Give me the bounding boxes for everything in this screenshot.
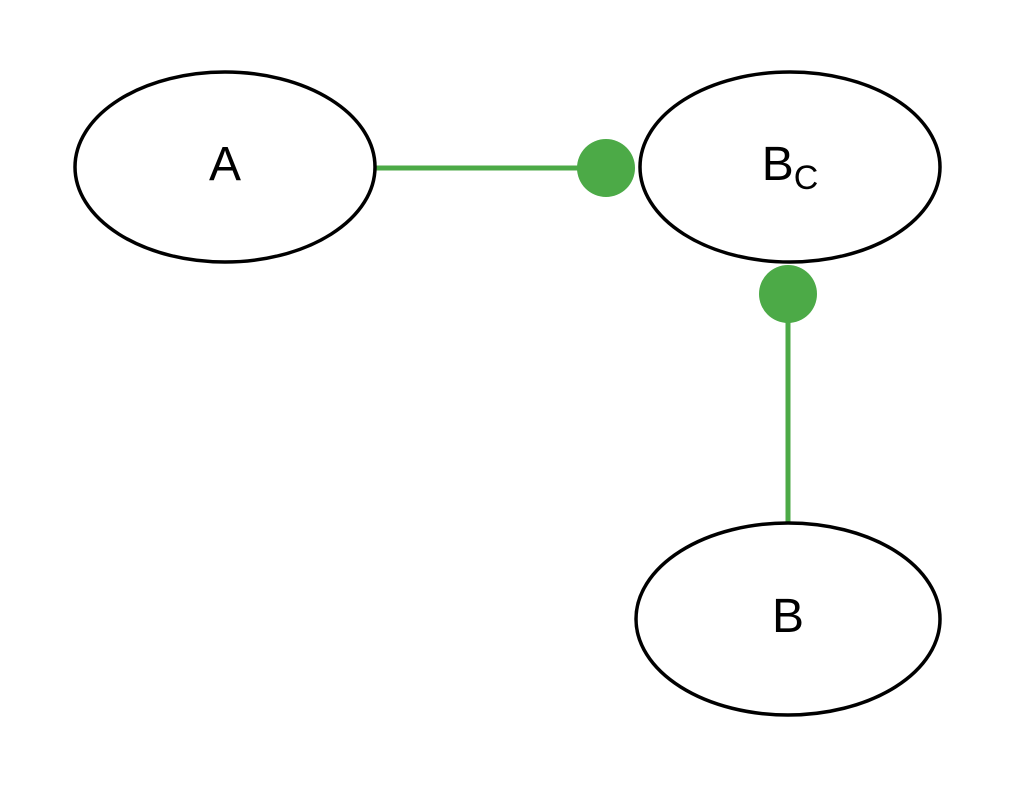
node-b-ellipse[interactable] — [634, 521, 942, 717]
node-b-label: B — [772, 590, 804, 643]
node-bc-label-subscript: C — [794, 159, 819, 197]
node-a-label: A — [209, 138, 241, 191]
node-bc-label: BC — [762, 138, 819, 197]
node-bc-ellipse[interactable] — [638, 70, 942, 264]
connection-handle-dot-left[interactable] — [577, 139, 635, 197]
connection-handle-dot-bottom[interactable] — [759, 265, 817, 323]
node-bc-label-main: B — [762, 138, 794, 191]
node-a-ellipse[interactable] — [73, 70, 377, 264]
